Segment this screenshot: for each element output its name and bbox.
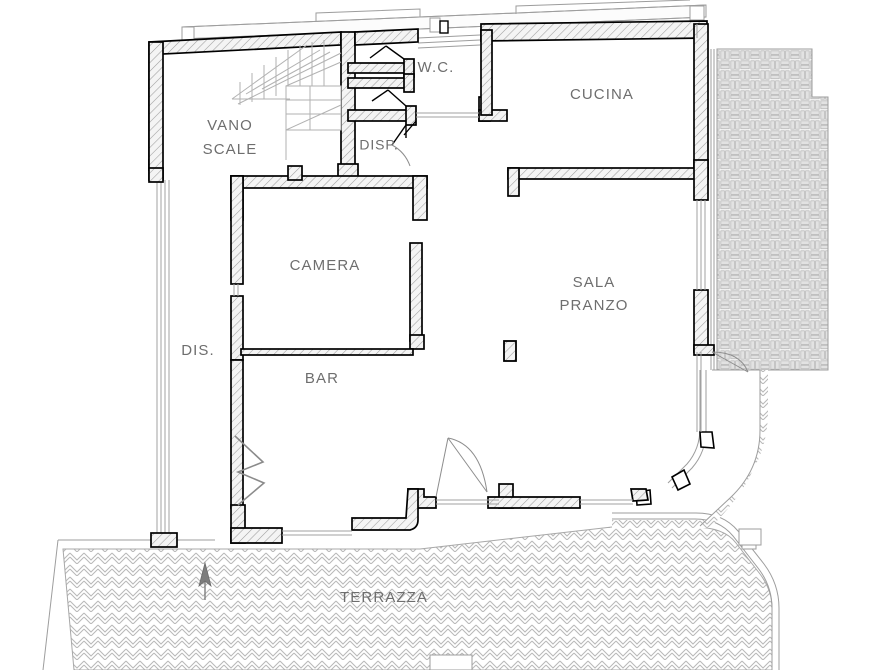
- wall-south-post: [629, 488, 650, 502]
- wall-wc-jamb-lower: [403, 73, 415, 93]
- wall-wc-south: [347, 109, 415, 122]
- room-labels: VANO SCALE W.C. DISP. CUCINA CAMERA BAR …: [181, 59, 634, 606]
- wall-cucina-west-foot: [478, 109, 508, 122]
- wall-sala-east-foot: [693, 344, 715, 356]
- staircase: [231, 40, 342, 160]
- wall-wc-top: [354, 28, 419, 46]
- wall-cucina-east: [693, 23, 709, 170]
- wall-camera-east: [409, 242, 423, 342]
- rail-post-b: [670, 468, 692, 492]
- top-small-post: [439, 20, 449, 34]
- wall-vano-sw-foot: [148, 167, 164, 183]
- label-wc: W.C.: [418, 59, 455, 76]
- rail-post-d: [738, 528, 762, 546]
- label-terrazza: TERRAZZA: [340, 589, 428, 606]
- wall-camera-north-east-jamb: [412, 175, 428, 221]
- walls: [148, 20, 715, 548]
- wall-camera-west-a: [230, 175, 244, 285]
- label-cucina: CUCINA: [570, 86, 634, 103]
- folding-partition: [234, 435, 266, 506]
- wall-south-run: [487, 496, 581, 509]
- pillar-sala-pranzo: [503, 340, 517, 362]
- wall-sala-north-stub: [507, 167, 520, 197]
- top-glazing-lines: [417, 34, 481, 49]
- rail-post-a: [699, 431, 715, 449]
- wall-sala-east-upper: [693, 289, 709, 353]
- wall-camera-west-c: [230, 359, 244, 509]
- wall-sala-ne-jamb: [693, 159, 709, 201]
- balcony-east: [710, 48, 829, 371]
- wall-wc-partition-upper: [347, 62, 411, 74]
- terrace-rail-post-bottom: [429, 654, 473, 670]
- label-dis: DIS.: [181, 342, 215, 359]
- wall-stair-east: [340, 31, 356, 173]
- label-sala-line2: PRANZO: [559, 297, 628, 314]
- wall-sala-north: [507, 167, 709, 180]
- west-corridor-glazing: [156, 180, 170, 544]
- wall-camera-north: [230, 175, 428, 189]
- wall-camera-bar-divider: [240, 348, 414, 356]
- entrance-arrow-icon: [198, 561, 212, 600]
- wall-vano-west: [148, 41, 164, 181]
- wall-camera-east-foot: [409, 334, 425, 350]
- wall-wc-south-jamb: [405, 105, 417, 126]
- wall-cucina-top: [480, 20, 708, 42]
- label-camera: CAMERA: [290, 257, 361, 274]
- label-sala-line1: SALA: [573, 274, 616, 291]
- label-vano-scale-line1: VANO: [207, 117, 253, 134]
- wall-corridor-stub: [287, 165, 303, 181]
- wall-bar-south: [230, 527, 283, 544]
- openings-glazing: [233, 24, 706, 536]
- wall-cucina-west: [480, 29, 493, 116]
- wall-terrace-post-left: [150, 532, 178, 548]
- label-vano-scale-line2: SCALE: [203, 141, 258, 158]
- door-swings: [369, 45, 749, 498]
- wall-wc-partition-lower: [347, 77, 411, 89]
- wall-south-curve: [351, 488, 419, 531]
- label-disp: DISP.: [359, 137, 398, 153]
- label-bar: BAR: [305, 370, 339, 387]
